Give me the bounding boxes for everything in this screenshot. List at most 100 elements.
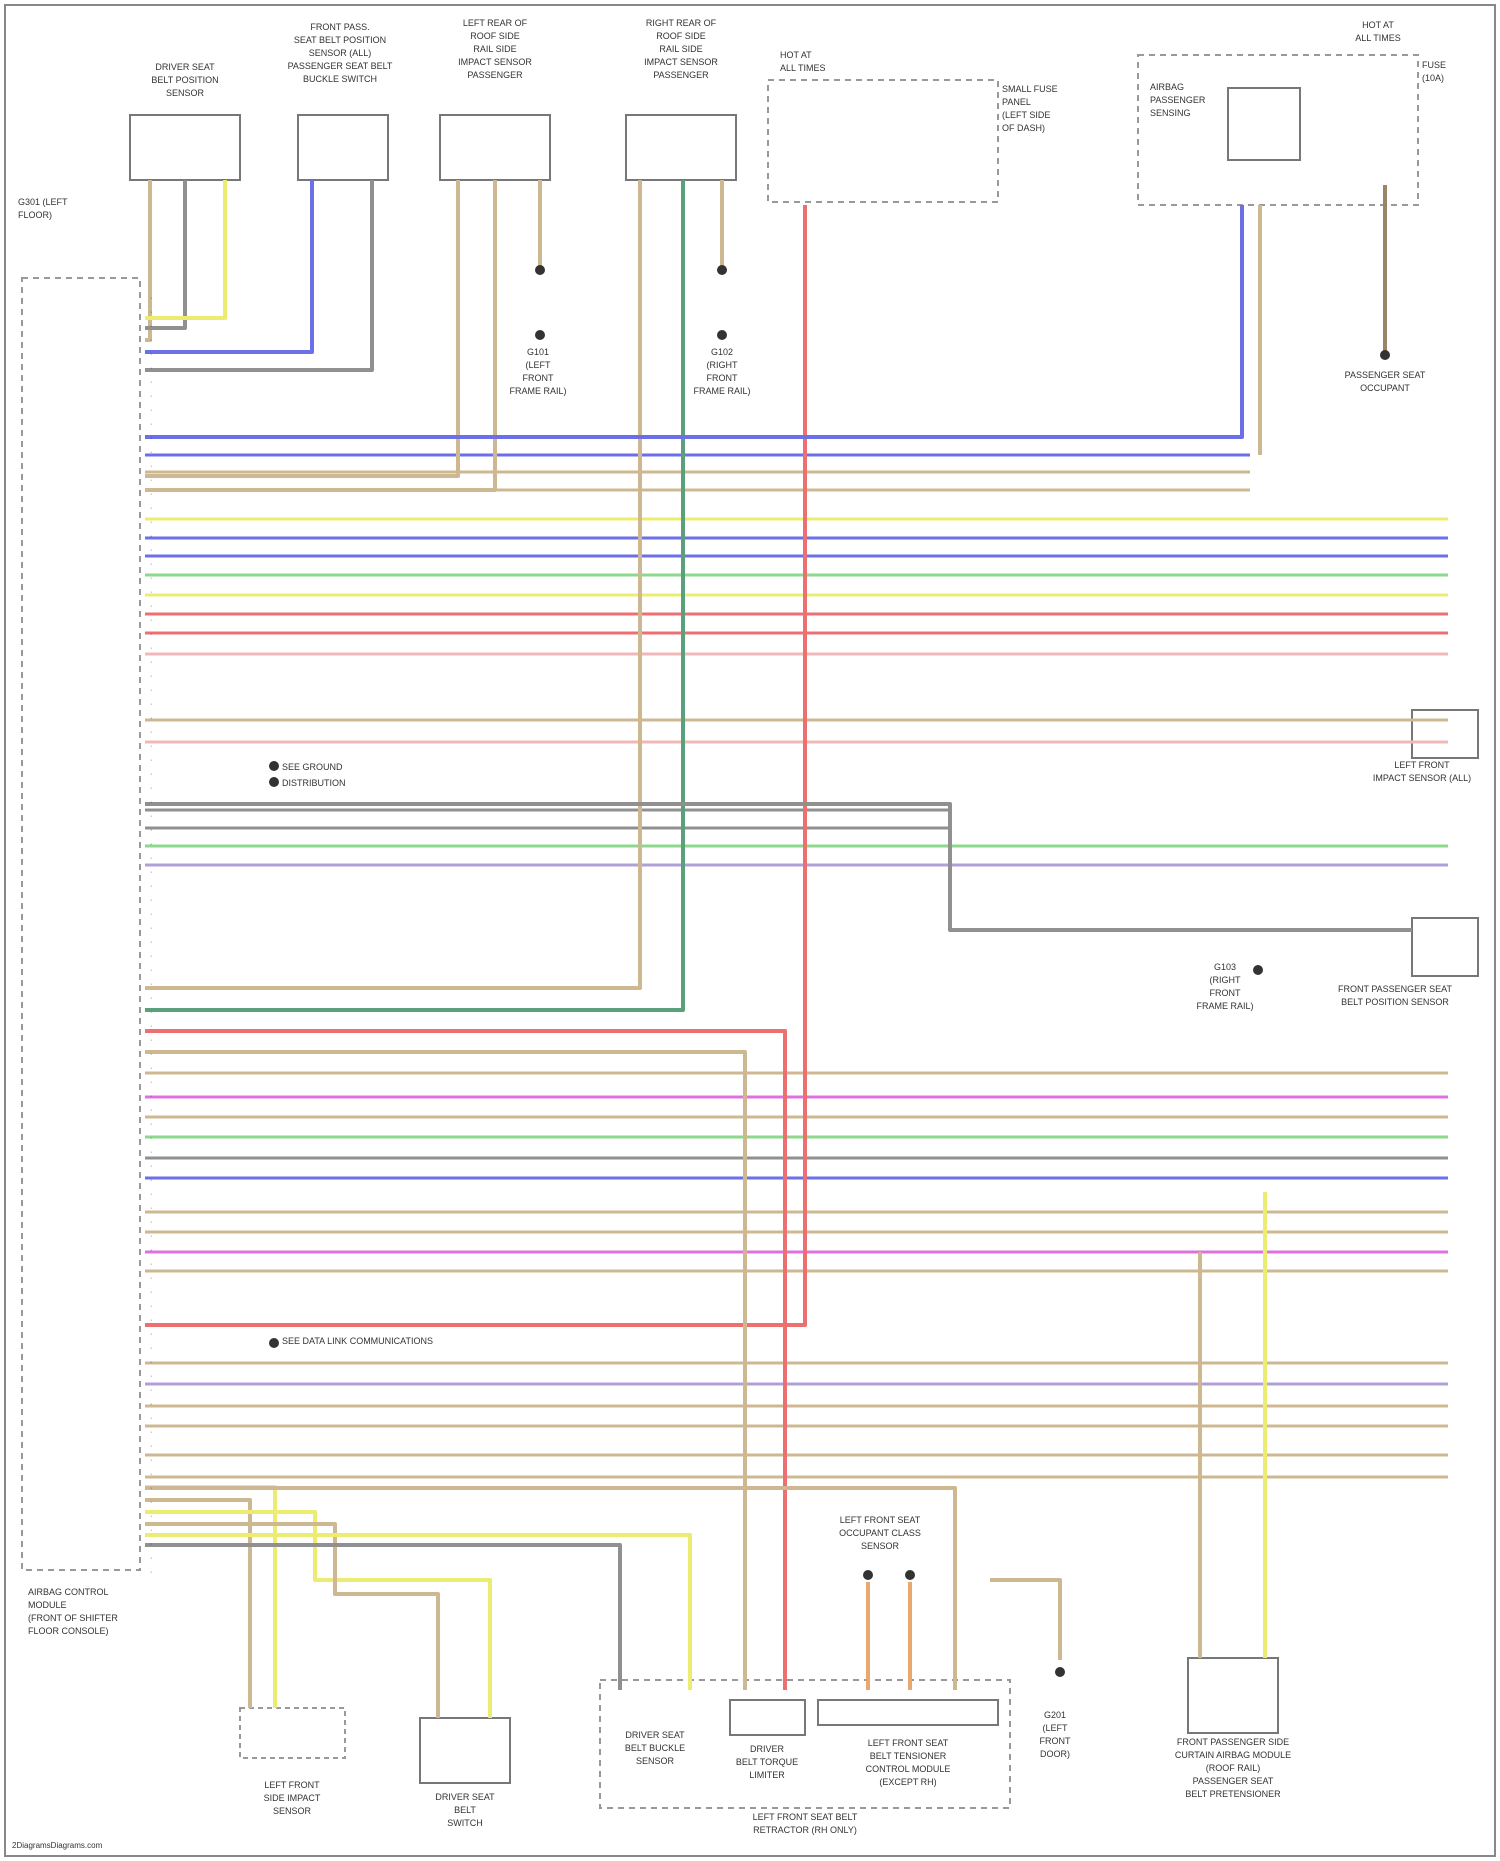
pin-tick: · bbox=[150, 785, 152, 792]
svg-text:BELT PRETENSIONER: BELT PRETENSIONER bbox=[1185, 1789, 1281, 1799]
pin-tick: · bbox=[150, 365, 152, 372]
pin-tick: · bbox=[150, 673, 152, 680]
pin-tick: · bbox=[150, 925, 152, 932]
svg-text:RETRACTOR (RH ONLY): RETRACTOR (RH ONLY) bbox=[753, 1825, 857, 1835]
svg-text:SEAT BELT POSITION: SEAT BELT POSITION bbox=[294, 35, 386, 45]
svg-text:LEFT FRONT: LEFT FRONT bbox=[1394, 760, 1450, 770]
pin-tick: · bbox=[150, 897, 152, 904]
pin-tick: · bbox=[150, 589, 152, 596]
pin-tick: · bbox=[150, 715, 152, 722]
pin-tick: · bbox=[150, 729, 152, 736]
pin-tick: · bbox=[150, 631, 152, 638]
pin-tick: · bbox=[150, 1485, 152, 1492]
pin-tick: · bbox=[150, 379, 152, 386]
svg-text:G201: G201 bbox=[1044, 1710, 1066, 1720]
svg-text:PASSENGER SEAT: PASSENGER SEAT bbox=[1193, 1776, 1274, 1786]
svg-text:SWITCH: SWITCH bbox=[447, 1818, 483, 1828]
bottom-module-box bbox=[818, 1700, 998, 1725]
right-roof-sensor-box bbox=[626, 115, 736, 180]
svg-text:DRIVER SEAT: DRIVER SEAT bbox=[435, 1792, 495, 1802]
svg-text:IMPACT SENSOR: IMPACT SENSOR bbox=[644, 57, 718, 67]
svg-text:SENSOR: SENSOR bbox=[861, 1541, 900, 1551]
svg-text:FRONT: FRONT bbox=[1210, 988, 1241, 998]
pin-tick: · bbox=[150, 939, 152, 946]
pin-tick: · bbox=[150, 659, 152, 666]
pin-tick: · bbox=[150, 1541, 152, 1548]
ground-dot bbox=[717, 330, 727, 340]
pin-tick: · bbox=[150, 1275, 152, 1282]
svg-text:G301 (LEFT: G301 (LEFT bbox=[18, 197, 68, 207]
pin-tick: · bbox=[150, 757, 152, 764]
pin-tick: · bbox=[150, 1401, 152, 1408]
pin-tick: · bbox=[150, 771, 152, 778]
svg-text:(LEFT: (LEFT bbox=[1042, 1723, 1068, 1733]
pin-tick: · bbox=[150, 1037, 152, 1044]
pin-tick: · bbox=[150, 491, 152, 498]
svg-text:G103: G103 bbox=[1214, 962, 1236, 972]
pin-tick: · bbox=[150, 1023, 152, 1030]
svg-text:RAIL SIDE: RAIL SIDE bbox=[659, 44, 702, 54]
svg-text:FLOOR): FLOOR) bbox=[18, 210, 52, 220]
pin-tick: · bbox=[150, 1079, 152, 1086]
pin-tick: · bbox=[150, 687, 152, 694]
svg-text:PANEL: PANEL bbox=[1002, 97, 1031, 107]
pin-tick: · bbox=[150, 1219, 152, 1226]
pin-tick: · bbox=[150, 1233, 152, 1240]
pin-tick: · bbox=[150, 1569, 152, 1576]
svg-text:BELT POSITION SENSOR: BELT POSITION SENSOR bbox=[1341, 997, 1449, 1007]
svg-text:OCCUPANT CLASS: OCCUPANT CLASS bbox=[839, 1528, 921, 1538]
pin-tick: · bbox=[150, 1331, 152, 1338]
data-link-dot bbox=[269, 1338, 279, 1348]
pin-tick: · bbox=[150, 981, 152, 988]
pin-tick: · bbox=[150, 995, 152, 1002]
svg-text:(RIGHT: (RIGHT bbox=[707, 360, 738, 370]
svg-text:BELT BUCKLE: BELT BUCKLE bbox=[625, 1743, 685, 1753]
pin-tick: · bbox=[150, 505, 152, 512]
ground-dot bbox=[269, 777, 279, 787]
svg-text:BELT TENSIONER: BELT TENSIONER bbox=[870, 1751, 947, 1761]
pin-tick: · bbox=[150, 1121, 152, 1128]
pin-tick: · bbox=[150, 1387, 152, 1394]
svg-text:FRONT: FRONT bbox=[523, 373, 554, 383]
pin-tick: · bbox=[150, 1065, 152, 1072]
ground-dot bbox=[863, 1570, 873, 1580]
svg-text:AIRBAG: AIRBAG bbox=[1150, 82, 1184, 92]
pin-tick: · bbox=[150, 295, 152, 302]
svg-text:ALL TIMES: ALL TIMES bbox=[1355, 33, 1401, 43]
pin-tick: · bbox=[150, 519, 152, 526]
svg-text:PASSENGER: PASSENGER bbox=[467, 70, 523, 80]
svg-text:IMPACT SENSOR: IMPACT SENSOR bbox=[458, 57, 532, 67]
svg-text:ROOF SIDE: ROOF SIDE bbox=[656, 31, 706, 41]
pin-tick: · bbox=[150, 533, 152, 540]
svg-text:RAIL SIDE: RAIL SIDE bbox=[473, 44, 516, 54]
pin-tick: · bbox=[150, 421, 152, 428]
pin-tick: · bbox=[150, 841, 152, 848]
svg-text:SENSOR: SENSOR bbox=[636, 1756, 675, 1766]
pin-tick: · bbox=[150, 1429, 152, 1436]
ground-dot bbox=[905, 1570, 915, 1580]
svg-text:G102: G102 bbox=[711, 347, 733, 357]
svg-text:LEFT REAR OF: LEFT REAR OF bbox=[463, 18, 528, 28]
svg-text:CURTAIN AIRBAG MODULE: CURTAIN AIRBAG MODULE bbox=[1175, 1750, 1291, 1760]
svg-text:DRIVER SEAT: DRIVER SEAT bbox=[155, 62, 215, 72]
ground-dot bbox=[535, 265, 545, 275]
pin-tick: · bbox=[150, 435, 152, 442]
svg-text:DRIVER SEAT: DRIVER SEAT bbox=[625, 1730, 685, 1740]
svg-text:PASSENGER SEAT BELT: PASSENGER SEAT BELT bbox=[288, 61, 393, 71]
svg-text:LIMITER: LIMITER bbox=[749, 1770, 785, 1780]
svg-text:IMPACT SENSOR (ALL): IMPACT SENSOR (ALL) bbox=[1373, 773, 1471, 783]
pin-tick: · bbox=[150, 323, 152, 330]
pin-tick: · bbox=[150, 701, 152, 708]
svg-text:(RIGHT: (RIGHT bbox=[1210, 975, 1241, 985]
svg-text:FRONT PASSENGER SEAT: FRONT PASSENGER SEAT bbox=[1338, 984, 1453, 994]
svg-text:BUCKLE SWITCH: BUCKLE SWITCH bbox=[303, 74, 377, 84]
passenger-sensing-box bbox=[1228, 88, 1300, 160]
svg-text:OCCUPANT: OCCUPANT bbox=[1360, 383, 1410, 393]
svg-text:SIDE IMPACT: SIDE IMPACT bbox=[264, 1793, 321, 1803]
right-sensor-b-box bbox=[1412, 918, 1478, 976]
svg-text:SMALL FUSE: SMALL FUSE bbox=[1002, 84, 1058, 94]
svg-text:HOT AT: HOT AT bbox=[1362, 20, 1394, 30]
pin-tick: · bbox=[150, 1513, 152, 1520]
pin-tick: · bbox=[150, 477, 152, 484]
